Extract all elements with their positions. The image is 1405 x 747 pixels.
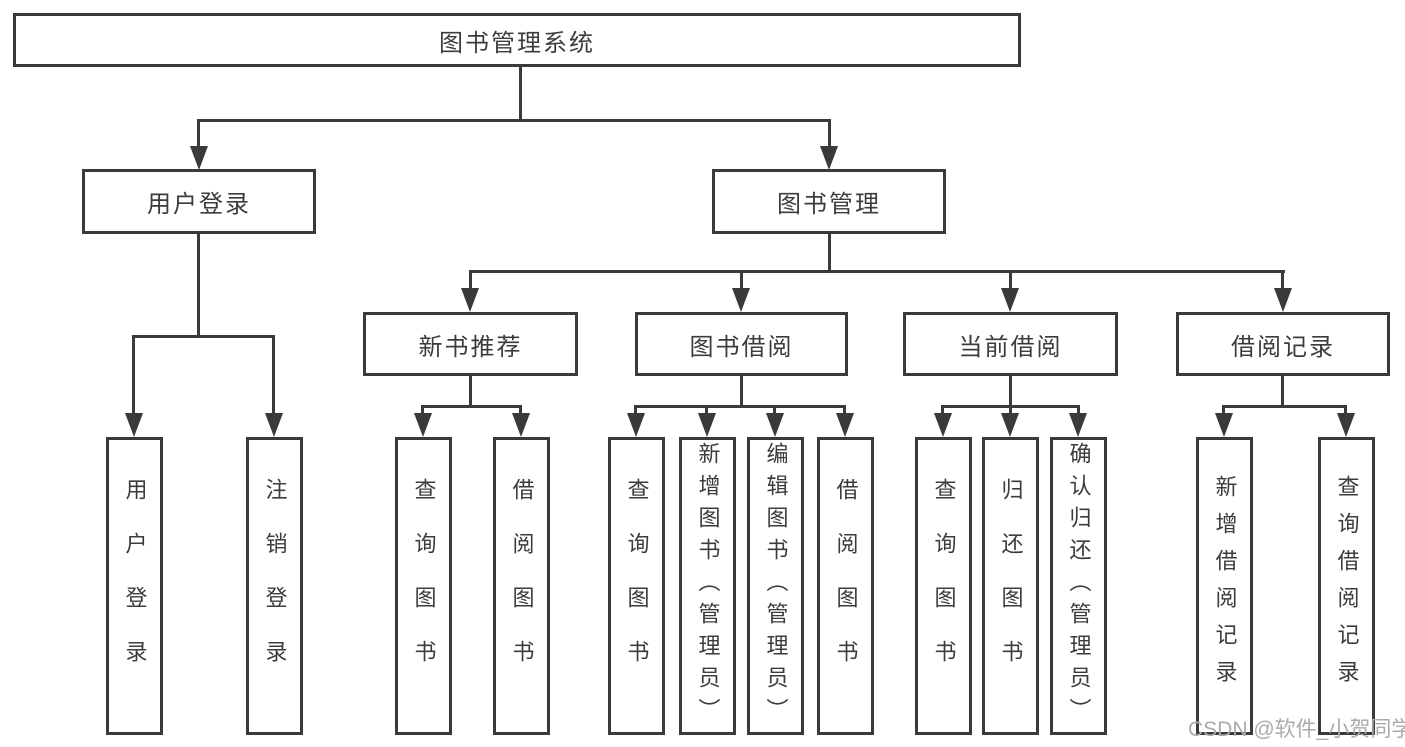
arrow-down-icon xyxy=(265,413,283,437)
connector-drop-leaf xyxy=(421,405,424,417)
arrow-down-icon xyxy=(698,413,716,437)
node-logout: 注销登录 xyxy=(246,437,303,735)
node-label: 当前借阅 xyxy=(958,333,1063,361)
connector-drop-leaf xyxy=(843,405,846,417)
connector-level2-rail xyxy=(198,119,831,122)
arrow-down-icon xyxy=(732,288,750,312)
node-label: 借阅图书 xyxy=(833,478,859,694)
node-label: 用户登录 xyxy=(122,478,148,694)
connector-book-borrow-stem xyxy=(740,376,743,408)
connector-borrow-records-stem xyxy=(1281,376,1284,408)
node-label: 新增图书（管理员） xyxy=(695,442,721,730)
arrow-down-icon xyxy=(512,413,530,437)
node-label: 查询借阅记录 xyxy=(1334,475,1360,697)
arrow-down-icon xyxy=(836,413,854,437)
node-book-management: 图书管理 xyxy=(712,169,946,234)
connector-book-borrow-rail xyxy=(634,405,846,408)
arrow-down-icon xyxy=(820,146,838,170)
node-current-borrow: 当前借阅 xyxy=(903,312,1118,376)
arrow-down-icon xyxy=(1001,288,1019,312)
node-edit-book-admin: 编辑图书（管理员） xyxy=(747,437,804,735)
arrow-down-icon xyxy=(1001,413,1019,437)
node-label: 图书管理系统 xyxy=(439,29,595,57)
node-label: 借阅图书 xyxy=(509,478,535,694)
node-label: 查询图书 xyxy=(411,478,437,694)
node-label: 注销登录 xyxy=(262,478,288,694)
node-borrow-records: 借阅记录 xyxy=(1176,312,1390,376)
connector-recommend-rail xyxy=(421,405,522,408)
connector-drop-leaf xyxy=(1222,405,1225,417)
arrow-down-icon xyxy=(1274,288,1292,312)
node-return-books: 归还图书 xyxy=(982,437,1039,735)
node-label: 用户登录 xyxy=(147,191,251,218)
connector-recommend-stem xyxy=(469,376,472,408)
connector-drop-leaf xyxy=(773,405,776,417)
connector-drop-leaf xyxy=(1344,405,1347,417)
arrow-down-icon xyxy=(1069,413,1087,437)
arrow-down-icon xyxy=(934,413,952,437)
connector-drop-leaf xyxy=(272,335,275,415)
connector-book-management-stem xyxy=(828,234,831,273)
arrow-down-icon xyxy=(125,413,143,437)
node-query-books-current: 查询图书 xyxy=(915,437,972,735)
connector-drop-user-login xyxy=(197,119,200,149)
node-label: 确认归还（管理员） xyxy=(1066,442,1092,730)
connector-drop-leaf xyxy=(705,405,708,417)
node-query-borrow-record: 查询借阅记录 xyxy=(1318,437,1375,735)
connector-drop-level3 xyxy=(740,270,743,290)
node-book-borrow: 图书借阅 xyxy=(635,312,848,376)
connector-root-stem xyxy=(519,64,522,122)
node-borrow-books-leaf: 借阅图书 xyxy=(817,437,874,735)
connector-current-borrow-stem xyxy=(1009,376,1012,408)
node-query-books-borrow: 查询图书 xyxy=(608,437,665,735)
connector-drop-leaf xyxy=(1009,405,1012,417)
node-label: 查询图书 xyxy=(931,478,957,694)
node-new-book-recommend: 新书推荐 xyxy=(363,312,578,376)
node-confirm-return-admin: 确认归还（管理员） xyxy=(1050,437,1107,735)
connector-drop-leaf xyxy=(1077,405,1080,417)
node-add-borrow-record: 新增借阅记录 xyxy=(1196,437,1253,735)
node-user-login: 用户登录 xyxy=(82,169,316,234)
connector-drop-leaf xyxy=(634,405,637,417)
connector-level3-rail xyxy=(469,270,1285,273)
node-label: 新增借阅记录 xyxy=(1212,475,1238,697)
node-label: 借阅记录 xyxy=(1231,333,1335,361)
arrow-down-icon xyxy=(190,146,208,170)
watermark-text: CSDN @软件_小贺同学 xyxy=(1188,718,1405,741)
arrow-down-icon xyxy=(414,413,432,437)
node-user-login-leaf: 用户登录 xyxy=(106,437,163,735)
node-label: 归还图书 xyxy=(998,478,1024,694)
node-label: 新书推荐 xyxy=(418,333,523,361)
node-add-book-admin: 新增图书（管理员） xyxy=(679,437,736,735)
connector-drop-level3 xyxy=(1009,270,1012,290)
connector-drop-book-management xyxy=(828,119,831,149)
node-root: 图书管理系统 xyxy=(13,13,1021,67)
node-label: 图书管理 xyxy=(777,191,881,218)
arrow-down-icon xyxy=(627,413,645,437)
node-label: 图书借阅 xyxy=(689,333,794,361)
node-borrow-books-recommend: 借阅图书 xyxy=(493,437,550,735)
connector-borrow-records-rail xyxy=(1222,405,1347,408)
node-label: 编辑图书（管理员） xyxy=(763,442,789,730)
connector-drop-leaf xyxy=(132,335,135,415)
connector-drop-level3 xyxy=(1281,270,1284,290)
connector-drop-leaf xyxy=(519,405,522,417)
arrow-down-icon xyxy=(1337,413,1355,437)
arrow-down-icon xyxy=(766,413,784,437)
connector-drop-leaf xyxy=(941,405,944,417)
connector-drop-level3 xyxy=(469,270,472,290)
arrow-down-icon xyxy=(1215,413,1233,437)
arrow-down-icon xyxy=(461,288,479,312)
connector-user-login-rail xyxy=(132,335,275,338)
connector-user-login-stem xyxy=(197,234,200,338)
node-label: 查询图书 xyxy=(624,478,650,694)
node-query-books-recommend: 查询图书 xyxy=(395,437,452,735)
